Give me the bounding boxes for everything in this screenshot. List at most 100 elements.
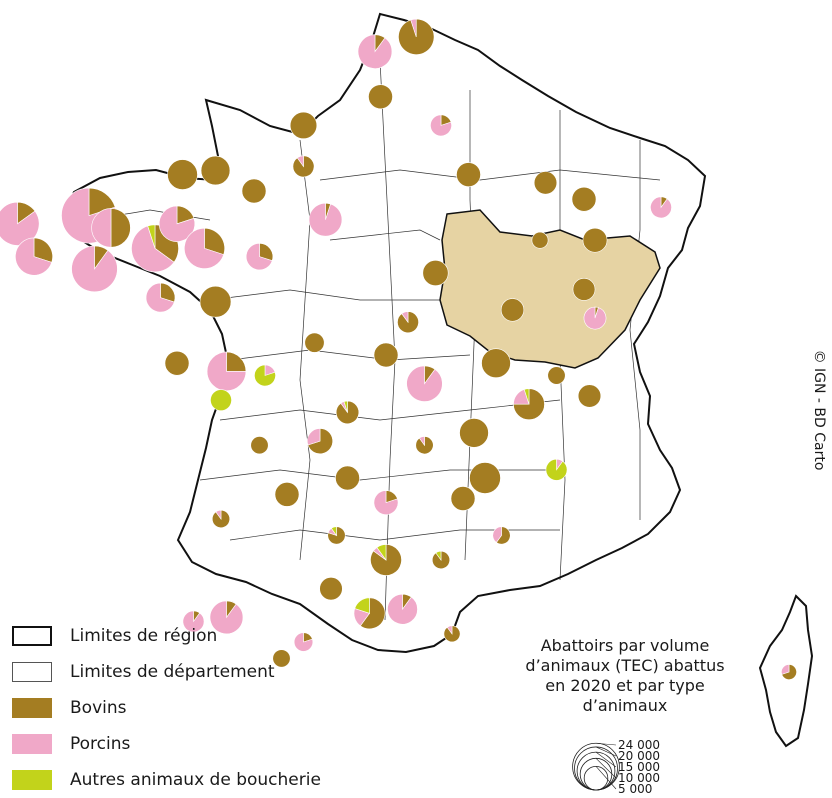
abattoir-pie: [443, 625, 461, 643]
abattoir-pie: [533, 171, 558, 195]
porcins-slice: [15, 237, 53, 276]
bovins-slice: [422, 259, 449, 287]
porcins-slice: [0, 201, 40, 246]
abattoir-pie: [274, 482, 300, 507]
abattoir-pie: [353, 597, 386, 630]
abattoir-pie: [373, 342, 399, 368]
abattoir-pie: [583, 306, 607, 330]
porcins-slice: [293, 632, 314, 652]
legend-item-porcins: Porcins: [12, 726, 372, 762]
porcins-swatch: [12, 734, 52, 754]
size-legend-value: 20 000: [618, 749, 660, 763]
department-boundary: [299, 139, 311, 561]
abattoir-pie: [373, 490, 399, 515]
bovins-slice: [167, 159, 198, 190]
porcins-slice: [145, 282, 175, 313]
abattoir-pie: [254, 364, 276, 387]
porcins-slice: [373, 490, 399, 515]
porcins-slice: [446, 625, 453, 635]
abattoir-pie: [513, 388, 545, 420]
abattoir-pie: [241, 178, 267, 204]
porcins-slice: [406, 365, 443, 402]
bovins-swatch: [12, 698, 52, 718]
bovins-slice: [495, 526, 511, 545]
abattoir-pie: [531, 231, 549, 249]
legend-label: Limites de département: [70, 662, 275, 682]
abattoir-pie: [292, 155, 315, 178]
abattoir-pie: [15, 237, 53, 276]
legend-label: Porcins: [70, 734, 131, 754]
porcins-slice: [71, 245, 118, 293]
legend-item-autres: Autres animaux de boucherie: [12, 762, 372, 798]
bovins-slice: [274, 482, 300, 507]
porcins-slice: [781, 664, 790, 675]
abattoir-pie: [200, 155, 231, 186]
abattoir-pie: [582, 227, 608, 253]
abattoir-pie: [481, 348, 511, 378]
abattoir-pie: [397, 311, 419, 334]
size-legend-value: 15 000: [618, 760, 660, 774]
department-boundary: [379, 59, 396, 621]
department-boundary: [329, 229, 441, 241]
abattoir-pie: [500, 298, 525, 322]
bovins-slice: [241, 178, 267, 204]
abattoir-pie: [307, 428, 333, 455]
porcins-slice: [215, 509, 222, 520]
size-legend-value: 10 000: [618, 771, 660, 785]
legend-item-dept: Limites de département: [12, 654, 372, 690]
bovins-slice: [164, 350, 190, 376]
abattoir-pie: [370, 544, 402, 576]
autres-slice: [376, 544, 387, 561]
size-legend-title: Abattoirs par volume d’animaux (TEC) aba…: [525, 636, 725, 715]
porcins-slice: [209, 600, 244, 635]
abattoir-pie: [406, 365, 443, 402]
porcins-slice: [418, 436, 425, 447]
department-boundary: [319, 169, 661, 181]
bovins-slice: [259, 242, 274, 262]
abattoir-pie: [209, 600, 244, 635]
abattoir-pie: [145, 282, 176, 313]
abattoir-pie: [199, 285, 232, 318]
porcins-slice: [307, 428, 321, 446]
abattoir-pie: [308, 202, 343, 237]
porcins-slice: [308, 202, 343, 237]
abattoir-pie: [450, 486, 476, 511]
abattoir-pie: [304, 332, 325, 353]
bovins-slice: [459, 418, 489, 448]
department-boundary: [229, 349, 471, 361]
autres-slice: [435, 550, 442, 561]
porcins-slice: [91, 208, 112, 248]
abattoir-pie: [182, 610, 205, 633]
size-legend-circle: [583, 765, 609, 791]
autres-slice: [523, 388, 530, 405]
credit-text: © IGN - BD Carto: [811, 349, 827, 471]
bovins-slice: [304, 332, 325, 353]
department-boundary: [229, 529, 560, 541]
bovins-slice: [335, 465, 360, 491]
porcins-slice: [583, 306, 607, 330]
bovins-slice: [456, 162, 481, 187]
bovins-slice: [110, 208, 131, 248]
autres-slice: [545, 458, 568, 481]
abattoir-pie: [250, 436, 269, 455]
abattoir-pie: [327, 526, 346, 545]
dept-swatch: [12, 662, 52, 682]
bovins-slice: [513, 388, 545, 420]
size-legend-leader: [595, 746, 617, 757]
porcins-slice: [296, 155, 304, 168]
abattoir-pie: [492, 526, 511, 545]
autres-slice: [147, 224, 156, 249]
department-boundary: [199, 469, 560, 481]
bovins-slice: [577, 384, 602, 408]
porcins-slice: [401, 311, 409, 324]
porcins-slice: [182, 610, 205, 633]
abattoir-pie: [781, 664, 797, 680]
porcins-slice: [131, 225, 175, 273]
legend-item-bovins: Bovins: [12, 690, 372, 726]
abattoir-pie: [387, 593, 418, 625]
abattoir-pie: [206, 351, 247, 392]
abattoir-pie: [456, 162, 481, 187]
abattoir-pie: [577, 384, 602, 408]
department-boundary: [209, 289, 440, 301]
bovins-slice: [481, 348, 511, 378]
